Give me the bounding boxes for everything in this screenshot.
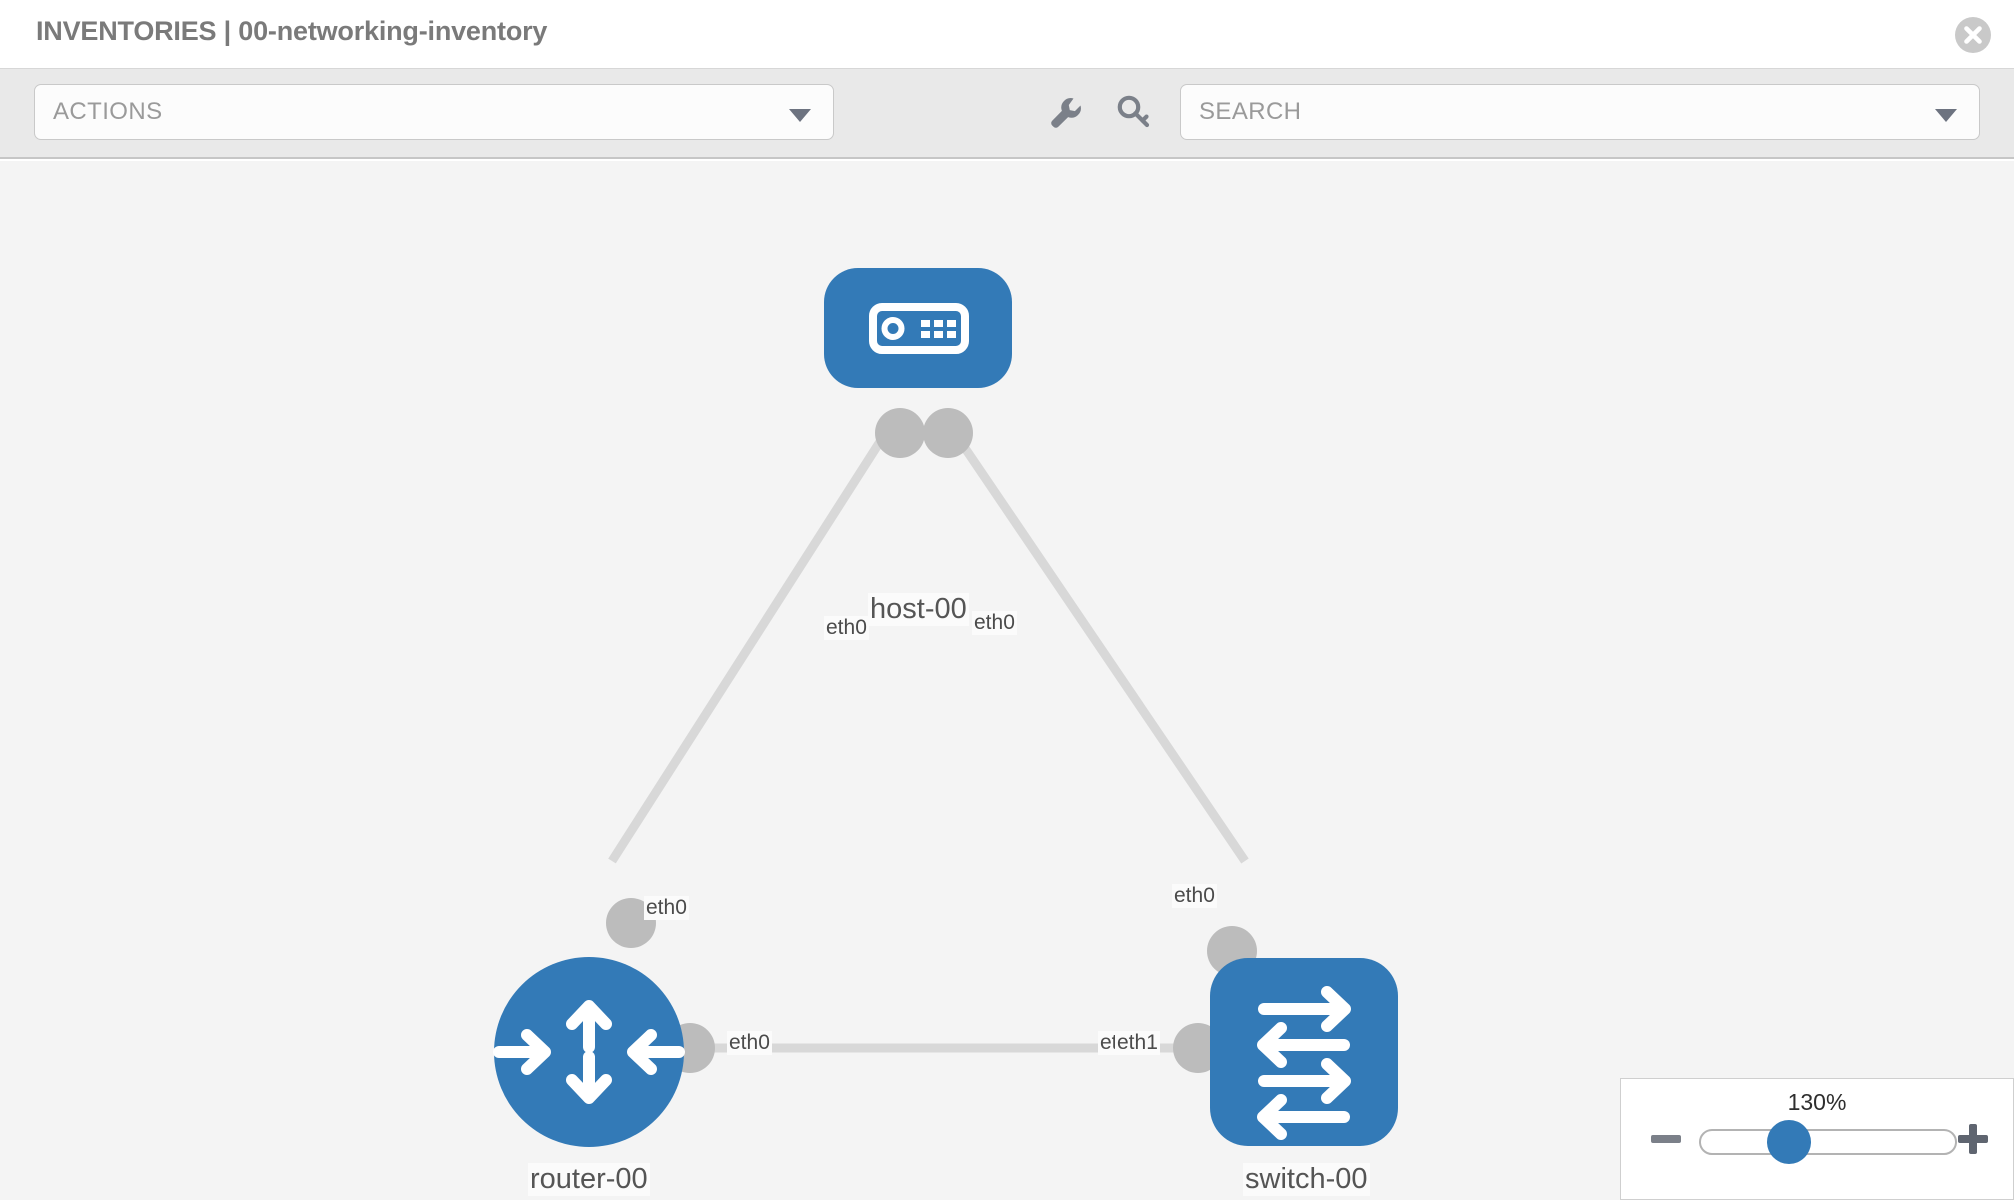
minus-icon: [1651, 1135, 1681, 1143]
iface-label-switch00-uplink: eth0: [1172, 884, 1217, 908]
chevron-down-icon: [789, 109, 811, 122]
router-arrows-icon: [493, 1000, 685, 1104]
link-group: [608, 423, 1249, 1053]
page-title: INVENTORIES | 00-networking-inventory: [36, 16, 548, 46]
node-label-host-00: host-00: [868, 593, 969, 626]
endpoint-host00-left: [875, 408, 925, 458]
actions-dropdown[interactable]: ACTIONS: [34, 84, 834, 140]
search-placeholder: SEARCH: [1199, 98, 1302, 125]
wrench-icon[interactable]: [1045, 92, 1087, 134]
iface-label-switch00-eth1: eth1: [1115, 1031, 1160, 1055]
wrench-glyph: [1051, 98, 1081, 128]
link-host00-switch00[interactable]: [946, 423, 1249, 864]
iface-label-host00-right: eth0: [972, 611, 1017, 635]
close-circle-icon: [1955, 17, 1991, 53]
key-icon[interactable]: [1113, 92, 1155, 134]
zoom-in-button[interactable]: [1955, 1121, 1991, 1157]
search-input[interactable]: SEARCH: [1180, 84, 1980, 140]
topology-graph: [493, 268, 1398, 1147]
iface-label-router00-uplink: eth0: [644, 896, 689, 920]
switch-arrows-icon: [1257, 986, 1351, 1140]
endpoint-router00-top: [606, 898, 656, 948]
window-header: INVENTORIES | 00-networking-inventory: [0, 0, 2014, 69]
chevron-down-icon[interactable]: [1935, 109, 1957, 122]
zoom-control-panel: 130%: [1620, 1078, 2014, 1200]
zoom-slider-track[interactable]: [1699, 1129, 1957, 1155]
node-host-00[interactable]: [824, 268, 1012, 388]
endpoint-host00-right: [923, 408, 973, 458]
iface-label-router00-eth0: eth0: [727, 1031, 772, 1055]
iface-label-host00-left: eth0: [824, 616, 869, 640]
link-host00-router00[interactable]: [608, 423, 894, 864]
close-button[interactable]: [1954, 16, 1992, 54]
node-label-switch-00: switch-00: [1243, 1163, 1370, 1196]
key-glyph: [1117, 95, 1150, 128]
server-icon: [869, 303, 969, 354]
node-switch-00[interactable]: [1210, 958, 1398, 1146]
zoom-level-value: 130%: [1787, 1089, 1847, 1115]
plus-icon: [1958, 1124, 1988, 1154]
actions-dropdown-label: ACTIONS: [53, 98, 163, 125]
topology-canvas[interactable]: host-00 router-00 switch-00 eth0 eth0 et…: [0, 161, 2014, 1200]
zoom-slider-thumb[interactable]: [1767, 1120, 1811, 1164]
node-label-router-00: router-00: [528, 1163, 650, 1196]
node-router-00[interactable]: [493, 957, 685, 1147]
zoom-out-button[interactable]: [1649, 1125, 1683, 1153]
